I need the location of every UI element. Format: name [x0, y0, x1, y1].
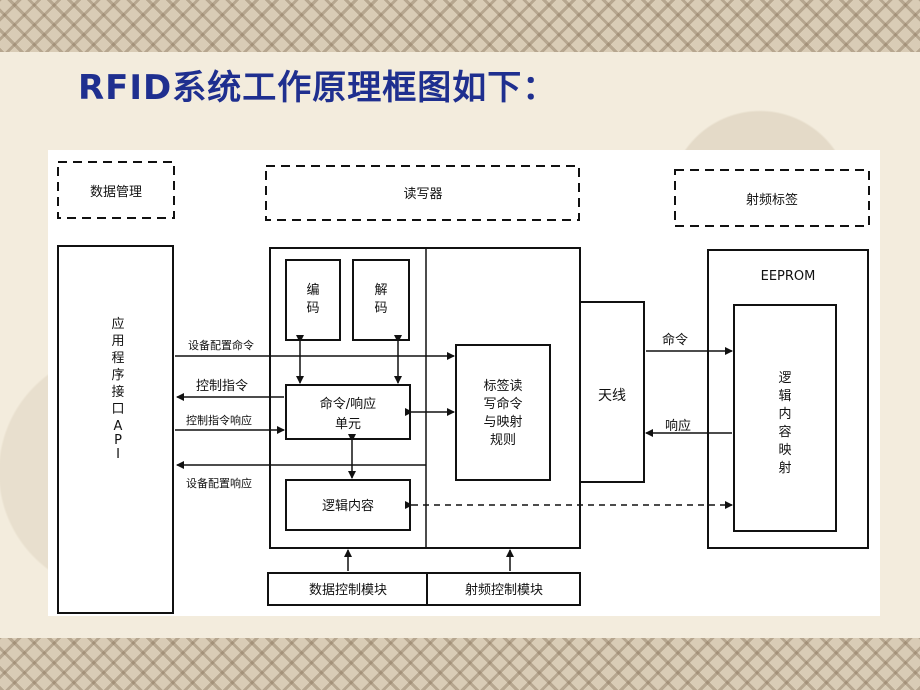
rf-control-module-block: [426, 572, 581, 606]
data-management-label: 数据管理: [90, 185, 142, 200]
rf-control-module-label: 射频控制模块: [465, 582, 543, 598]
device-config-cmd-label: 设备配置命令: [188, 338, 254, 352]
data-management-group-box: [57, 161, 175, 219]
decode-label: 解码: [374, 283, 387, 316]
data-control-module-label: 数据控制模块: [309, 583, 387, 598]
slide-title: RFID系统工作原理框图如下：: [78, 68, 558, 108]
logic-mapping-block: [733, 304, 837, 532]
antenna-block: [579, 301, 645, 483]
tag-rw-line1: 标签读: [483, 378, 522, 394]
antenna-label: 天线: [598, 388, 626, 404]
reader-label: 读写器: [403, 187, 442, 202]
tag-rw-line4: 规则: [490, 433, 516, 448]
cmd-response-unit-line2: 单元: [335, 417, 361, 432]
eeprom-label: EEPROM: [761, 269, 816, 284]
reader-group-box: [265, 165, 580, 221]
tag-rw-line2: 写命令: [483, 396, 522, 412]
eeprom-block: [707, 249, 869, 549]
control-cmd-label: 控制指令: [196, 379, 248, 394]
decorative-top-band: [0, 0, 920, 52]
decode-block: [352, 259, 410, 341]
logic-mapping-label: 逻辑内容映射: [778, 371, 791, 476]
command-label: 命令: [662, 332, 688, 348]
tag-rw-rules-block: [455, 344, 551, 481]
logic-content-label: 逻辑内容: [322, 498, 374, 514]
control-cmd-response-label: 控制指令响应: [186, 413, 252, 427]
cmd-response-unit-line1: 命令/响应: [320, 396, 376, 412]
response-label: 响应: [665, 418, 691, 434]
decorative-bottom-band: [0, 638, 920, 690]
encode-label: 编码: [306, 283, 319, 316]
app-interface-block: [57, 245, 174, 614]
tag-rw-line3: 与映射: [483, 414, 522, 430]
encode-block: [285, 259, 341, 341]
device-config-response-label: 设备配置响应: [186, 476, 252, 490]
rf-tag-label: 射频标签: [746, 192, 798, 208]
rf-tag-group-box: [674, 169, 870, 227]
